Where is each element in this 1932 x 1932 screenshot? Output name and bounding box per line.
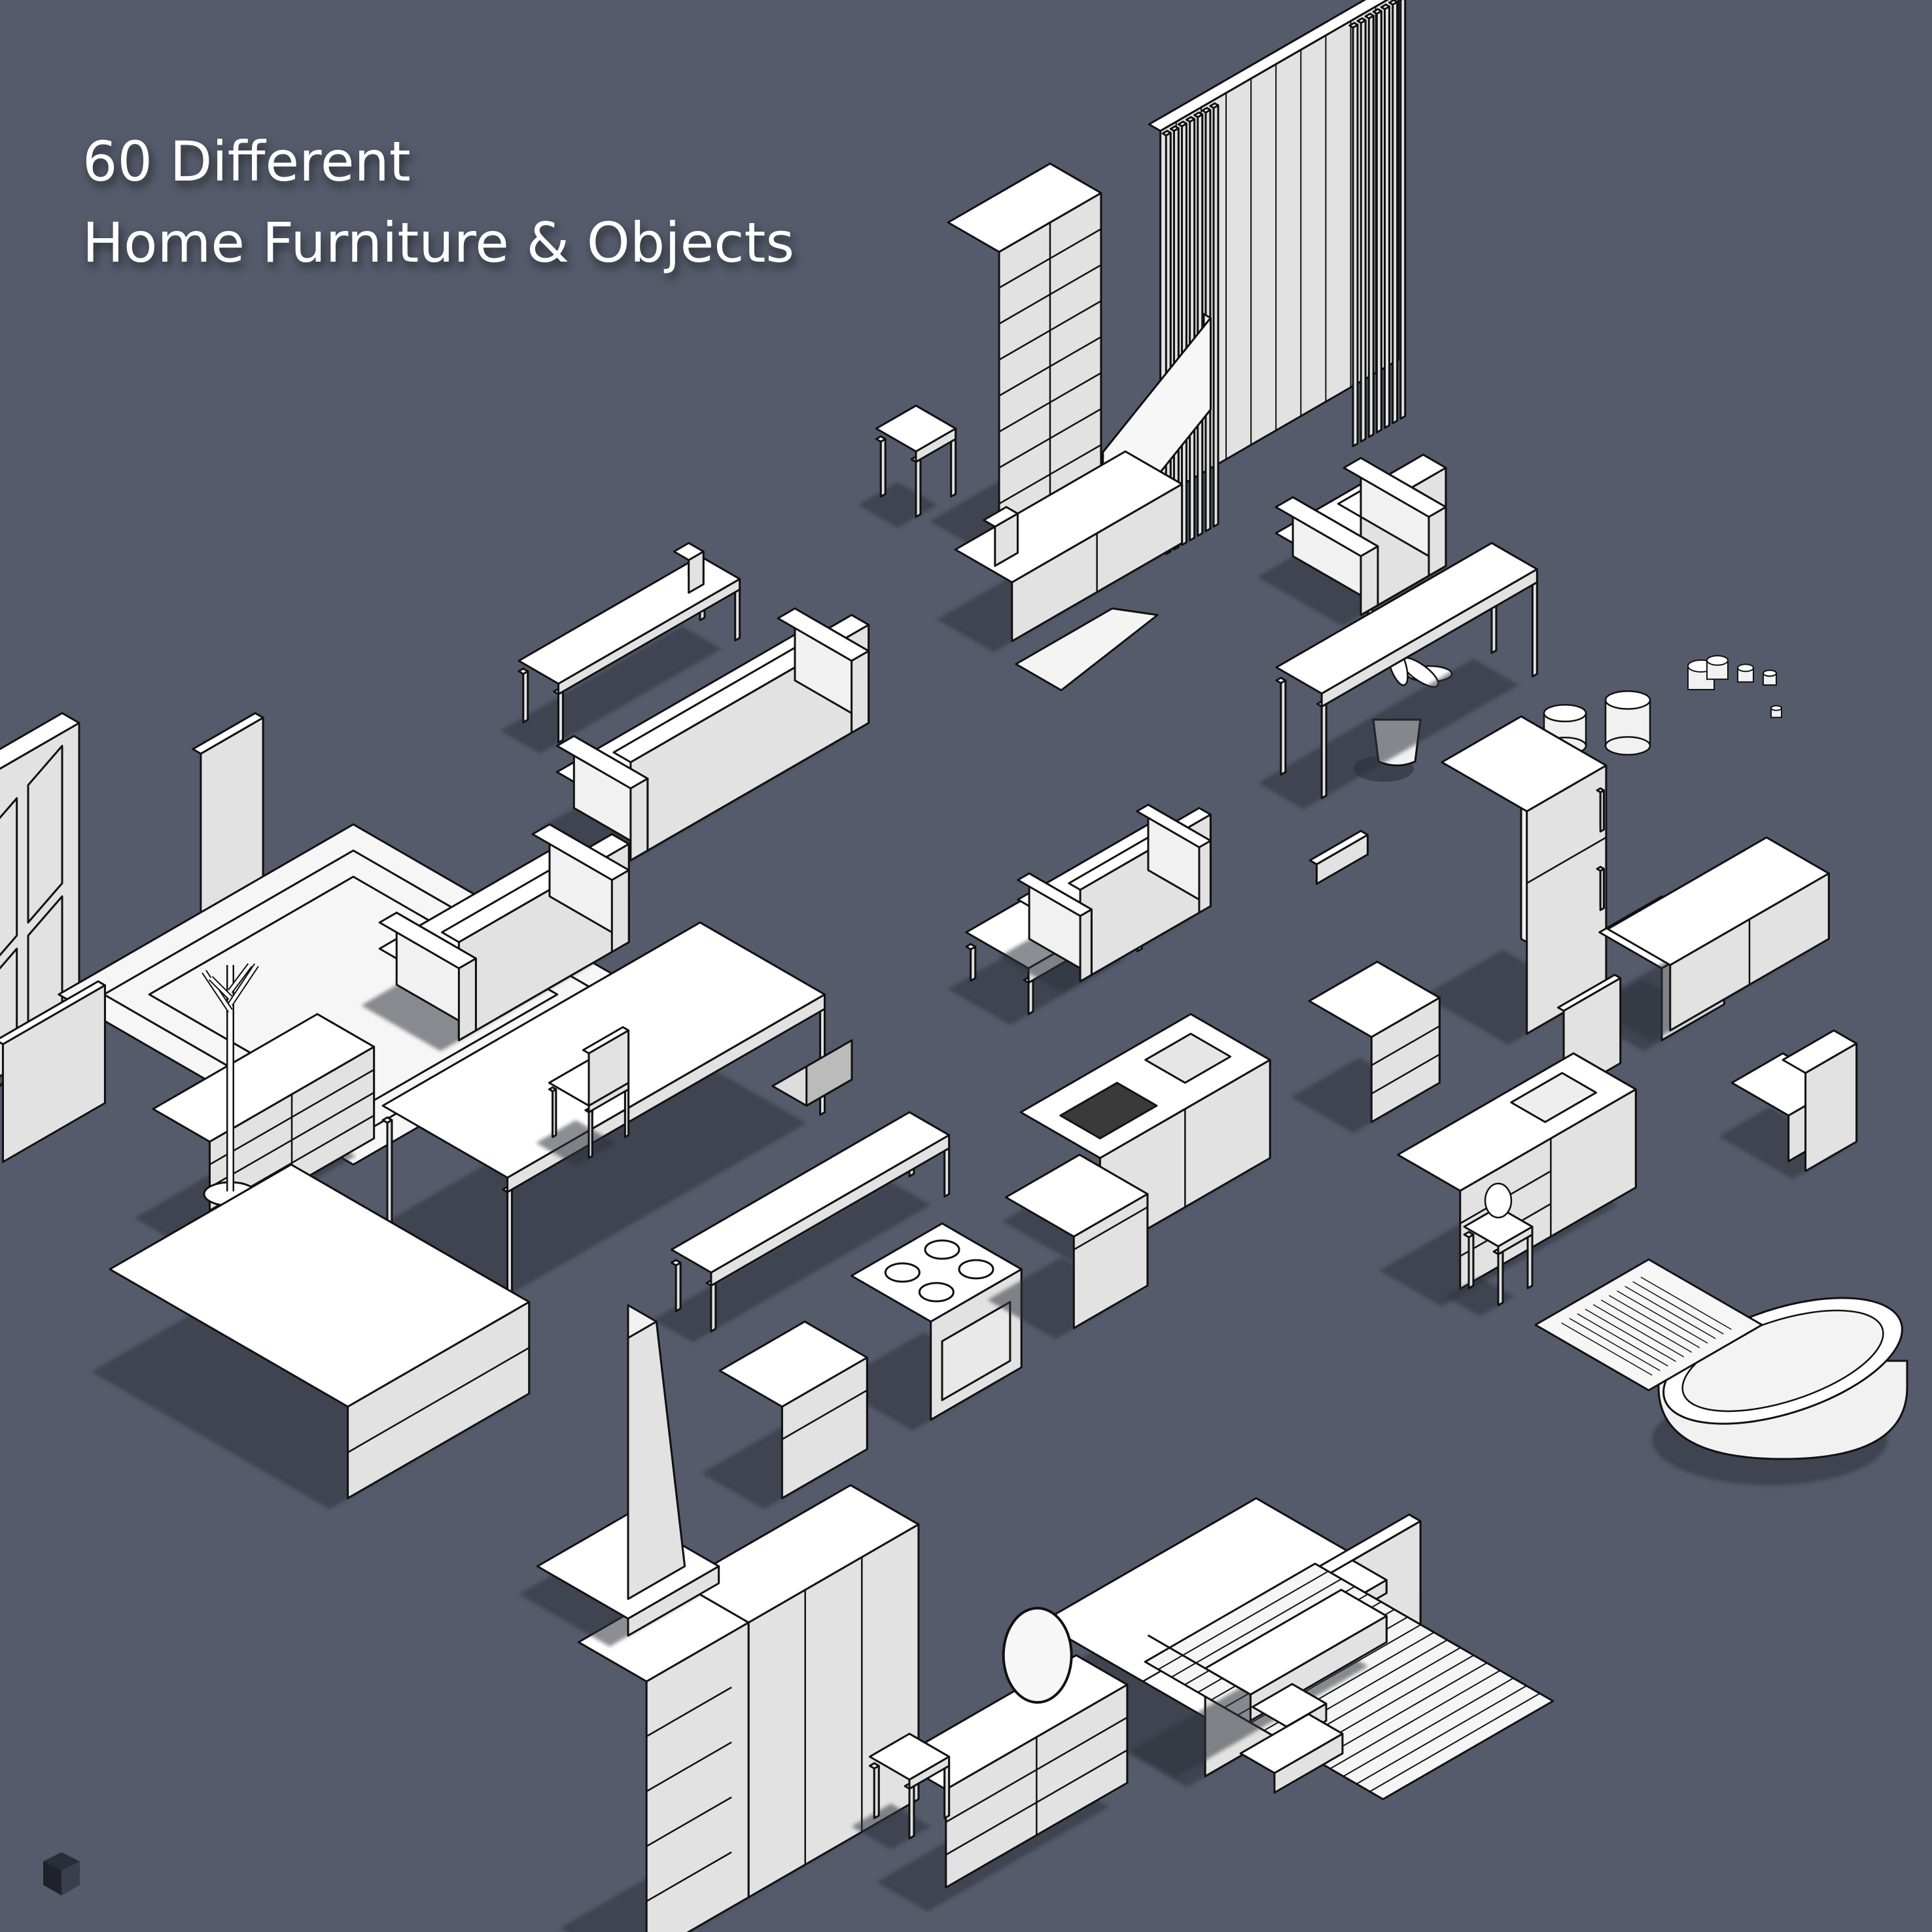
makeup-dresser-icon bbox=[876, 1654, 1129, 1912]
desk-icon bbox=[1257, 542, 1538, 809]
nightstand-icon bbox=[1291, 960, 1441, 1133]
sofa-icon bbox=[538, 607, 870, 871]
chair-icon bbox=[536, 1026, 630, 1166]
bed-base-icon bbox=[91, 1163, 531, 1509]
loveseat-icon bbox=[361, 823, 630, 1051]
toilet-icon bbox=[1719, 1029, 1858, 1179]
bins-icon bbox=[1543, 690, 1651, 756]
low-cabinet-icon bbox=[1589, 836, 1830, 1042]
console-table-icon bbox=[500, 542, 741, 754]
lamp-icon bbox=[1446, 1182, 1534, 1316]
bathtub-icon bbox=[1652, 1297, 1908, 1485]
title-line-1: 60 Different bbox=[82, 130, 411, 194]
laptop-icon bbox=[771, 1039, 853, 1107]
chaise-lounge-icon bbox=[1130, 1589, 1388, 1778]
stool-icon bbox=[851, 1732, 951, 1850]
bench-icon bbox=[653, 1111, 951, 1343]
dishwasher-icon bbox=[987, 1153, 1149, 1339]
bookshelf-icon bbox=[930, 162, 1102, 551]
small-jars-icon bbox=[1687, 655, 1782, 718]
tall-stand-icon bbox=[519, 1304, 720, 1647]
refrigerator-icon bbox=[1423, 715, 1607, 1045]
side-table-icon bbox=[858, 404, 957, 528]
shower-mat-icon bbox=[1534, 1258, 1763, 1392]
storage-box-icon bbox=[1239, 1683, 1344, 1794]
armchair-icon bbox=[1257, 453, 1447, 626]
fireplace-insert-icon bbox=[1308, 830, 1369, 885]
vanity-mirror-icon bbox=[1002, 1607, 1073, 1704]
wall-mirror-icon bbox=[0, 980, 106, 1163]
throw-blanket-icon bbox=[1015, 607, 1159, 692]
title-line-2: Home Furniture & Objects bbox=[82, 211, 795, 275]
cooktop-oven-icon bbox=[833, 1222, 1023, 1431]
small-sofa-icon bbox=[999, 803, 1212, 992]
cube-logo-icon bbox=[43, 1852, 80, 1895]
page-title: 60 Different Home Furniture & Objects bbox=[82, 121, 794, 283]
media-console-icon bbox=[937, 450, 1184, 652]
ottoman-icon bbox=[701, 1320, 868, 1509]
